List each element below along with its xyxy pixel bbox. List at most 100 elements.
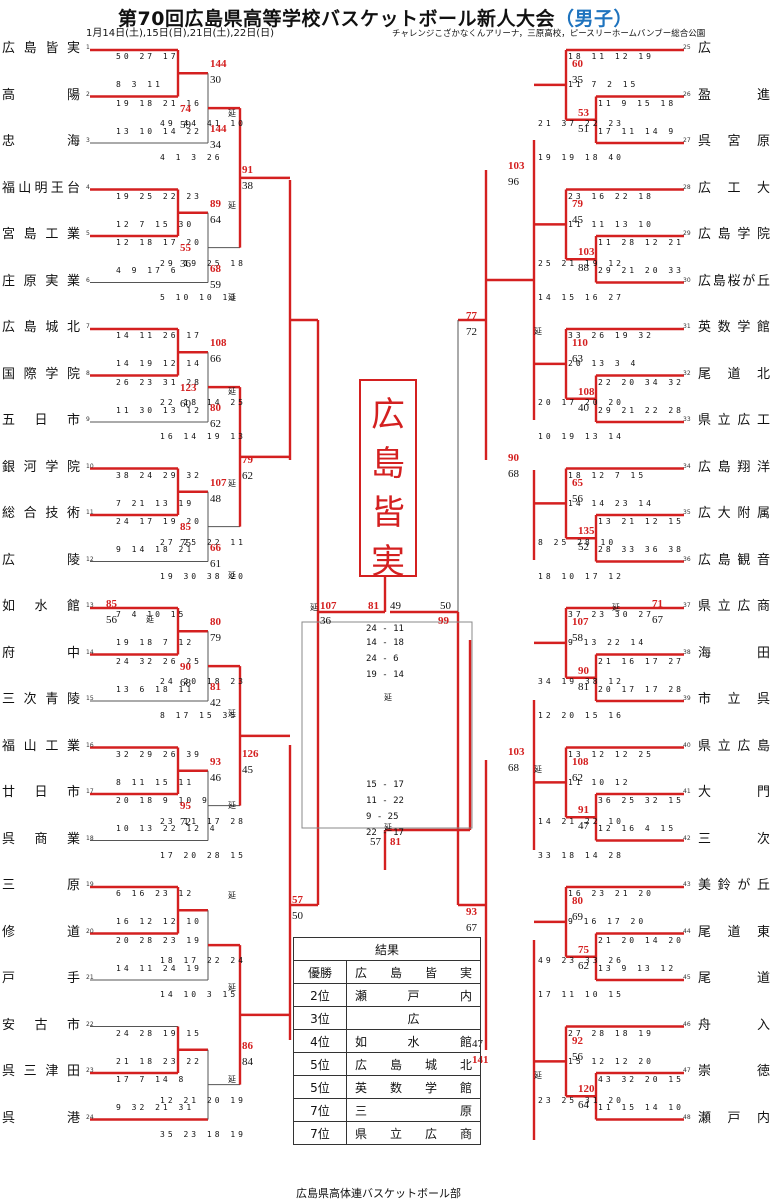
seed-number: 11 [86,509,94,516]
quarter-scores: 12 7 15 30 [116,219,195,229]
score: 75 [578,943,589,956]
quarter-scores: 16 23 21 20 [568,889,654,898]
score: 36 [180,258,191,270]
score: 57 [370,836,381,848]
score: 36 [320,615,331,627]
quarter-scores: 23 25 31 20 [538,1095,624,1105]
quarter-scores: 50 27 17 [116,52,179,61]
team-name-left: 広島皆実 [2,41,80,56]
quarter-scores: 14 15 16 27 [538,292,624,302]
team-name-right: 広島学院 [698,227,770,242]
score: 62 [242,470,253,482]
result-place: 5位 [293,1052,347,1076]
seed-number: 17 [86,788,94,795]
seed-number: 22 [86,1020,94,1028]
final-quarter-score: 14 - 18 [366,638,404,648]
seed-number: 25 [683,44,691,51]
team-name-right: 広島翔洋 [698,459,770,475]
score: 81 [210,681,221,693]
quarter-scores: 43 32 20 15 [598,1075,684,1084]
score: 63 [572,353,583,365]
seed-number: 28 [683,183,691,191]
quarter-scores: 14 11 24 19 [116,963,202,973]
seed-number: 8 [86,369,90,377]
score: 38 [242,180,253,192]
champion-char: 実 [371,542,405,582]
quarter-scores: 17 7 14 8 [116,1075,187,1084]
quarter-scores: 18 12 7 15 [568,470,647,480]
result-team: 広島皆実 [346,960,481,984]
team-name-left: 修道 [2,924,80,940]
score: 34 [210,139,221,151]
quarter-scores: 13 9 13 12 [598,963,677,973]
seed-number: 47 [683,1067,691,1074]
team-name-right: 尾道 [698,971,770,986]
score: 79 [242,454,253,466]
quarter-scores: 12 21 20 19 [160,1095,246,1105]
quarter-scores: 11 30 13 12 [116,405,202,415]
score: 81 [368,600,379,612]
quarter-scores: 24 17 19 20 [116,517,202,526]
score: 53 [578,106,589,119]
final-quarter-score: 19 - 14 [366,670,404,680]
score: 135 [578,525,595,537]
quarter-scores: 18 10 17 12 [538,571,624,581]
score: 75 [180,537,191,549]
quarter-scores: 18 17 22 24 [160,956,246,965]
team-name-right: 崇徳 [698,1064,770,1079]
gender-label: （男子） [554,8,633,30]
quarter-scores: 21 18 23 22 [116,1056,202,1066]
overtime-mark: 延 [228,709,236,718]
seed-number: 20 [86,927,94,935]
seed-number: 41 [683,788,691,795]
quarter-scores: 13 6 18 11 [116,684,195,694]
team-name-right: 広島観音 [698,552,770,568]
team-name-right: 大門 [698,785,770,800]
score: 92 [572,1034,583,1047]
team-name-right: 広 [698,41,712,56]
team-name-left: 広陵 [2,552,80,568]
seed-number: 26 [683,90,691,98]
result-team: 英数学館 [346,1075,481,1099]
quarter-scores: 4 9 17 6 [116,266,179,275]
team-name-left: 安古市 [2,1017,80,1033]
overtime-mark: 延 [228,983,236,992]
seed-number: 16 [86,741,94,749]
overtime-mark: 延 [534,765,542,774]
score: 93 [466,906,477,918]
score: 84 [242,1056,253,1068]
quarter-scores: 24 32 26 25 [116,656,202,666]
seed-number: 36 [683,555,691,563]
quarter-scores: 11 28 12 21 [598,238,684,247]
quarter-scores: 10 13 22 12 4 [116,824,218,833]
score: 62 [578,959,589,972]
quarter-scores: 16 14 19 13 [160,432,246,441]
team-name-left: 総合技術 [2,506,80,521]
seed-number: 39 [683,695,691,702]
quarter-scores: 12 18 17 20 [116,238,202,247]
quarter-scores: 33 18 14 28 [538,850,624,860]
score: 85 [106,598,117,610]
seed-number: 29 [683,230,691,237]
quarter-scores: 29 21 20 33 [598,266,684,275]
quarter-scores: 9 13 22 14 [568,638,647,647]
team-name-left: 銀河学院 [2,459,80,475]
quarter-scores: 16 12 12 10 [116,917,202,926]
seed-number: 37 [683,602,691,609]
score: 108 [572,755,589,768]
seed-number: 7 [86,323,90,330]
score: 90 [180,660,191,673]
quarter-scores: 14 11 26 17 [116,331,202,340]
team-name-right: 三次 [698,831,770,847]
team-name-right: 海田 [698,645,770,661]
seed-number: 14 [86,648,94,656]
team-name-right: 尾道東 [698,924,770,940]
seed-number: 9 [86,416,90,423]
team-name-right: 広大附属 [698,506,770,521]
score: 80 [210,402,221,414]
score: 96 [508,176,519,188]
quarter-scores: 8 25 28 10 [538,537,617,547]
score: 80 [210,616,221,628]
team-name-right: 県立広商 [698,599,770,614]
